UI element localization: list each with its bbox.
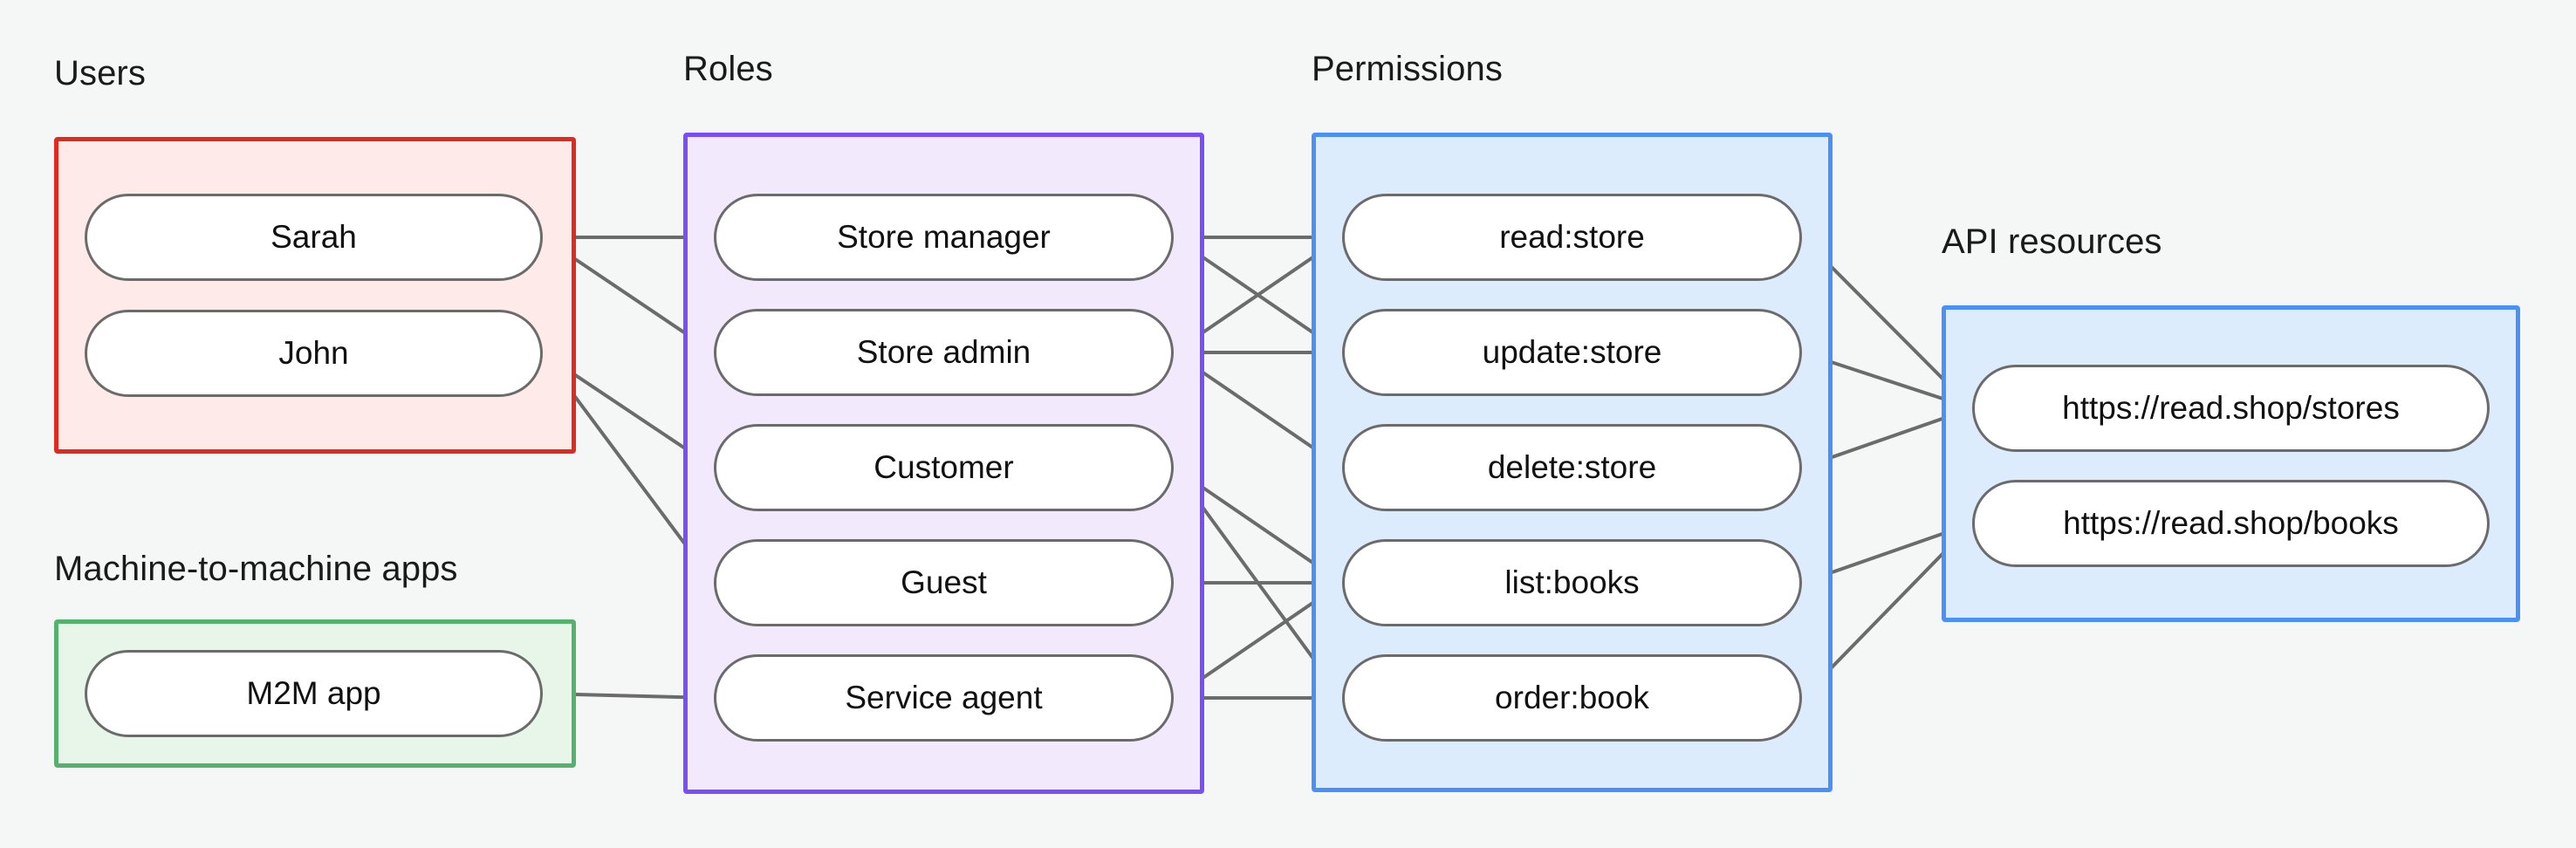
group-label-users: Users [54, 54, 146, 92]
node-api-stores[interactable]: https://read.shop/stores [1972, 365, 2490, 452]
node-store-admin[interactable]: Store admin [714, 309, 1174, 396]
node-read-store[interactable]: read:store [1342, 194, 1802, 281]
node-m2m-app[interactable]: M2M app [85, 650, 543, 737]
node-sarah[interactable]: Sarah [85, 194, 543, 281]
group-box-users [54, 137, 576, 454]
group-label-permissions: Permissions [1312, 50, 1503, 88]
node-list-books[interactable]: list:books [1342, 539, 1802, 626]
group-label-m2m: Machine-to-machine apps [54, 550, 458, 588]
node-delete-store[interactable]: delete:store [1342, 424, 1802, 511]
group-box-api [1942, 305, 2520, 622]
node-customer[interactable]: Customer [714, 424, 1174, 511]
node-api-books[interactable]: https://read.shop/books [1972, 480, 2490, 567]
group-label-roles: Roles [683, 50, 773, 88]
node-store-manager[interactable]: Store manager [714, 194, 1174, 281]
node-john[interactable]: John [85, 310, 543, 397]
node-service-agent[interactable]: Service agent [714, 654, 1174, 742]
node-guest[interactable]: Guest [714, 539, 1174, 626]
node-order-book[interactable]: order:book [1342, 654, 1802, 742]
group-label-api: API resources [1942, 222, 2162, 261]
node-update-store[interactable]: update:store [1342, 309, 1802, 396]
